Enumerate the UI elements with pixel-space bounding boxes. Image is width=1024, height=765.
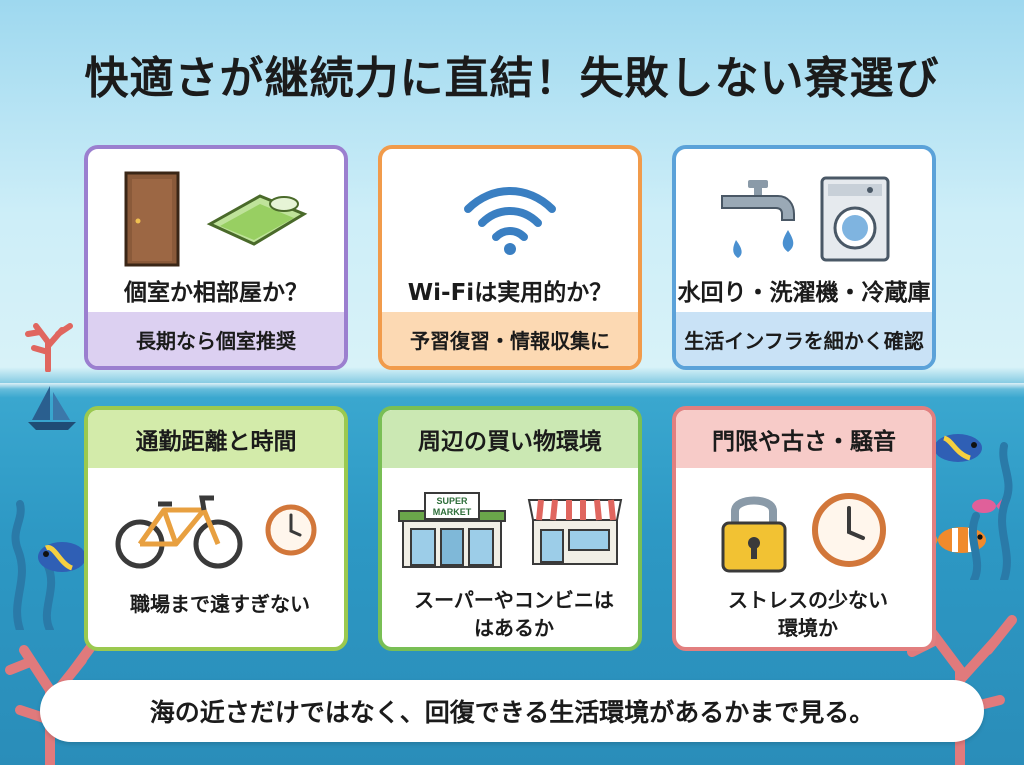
padlock-icon [721,496,787,573]
wifi-icon [464,187,556,255]
supermarket-sign-line2: MARKET [433,507,472,517]
horizon-line [0,383,1024,389]
card-advice: 生活インフラを細かく確認 [676,312,932,366]
card-room-type: 個室か相部屋か？ 長期なら個室推奨 [84,145,348,370]
page-title: 快適さが継続力に直結！失敗しない寮選び [84,53,940,104]
clock-icon [812,493,886,567]
futon-icon [206,194,308,246]
card-advice: スーパーやコンビニは はあるか [390,586,638,642]
seaweed-icon [11,500,56,630]
card-advice: ストレスの少ない 環境か [684,586,932,642]
clock-icon [265,504,317,556]
card-label: Wi-Fiは実用的か？ [407,280,613,306]
washing-machine-icon [820,176,890,262]
convenience-store-icon [527,499,623,565]
card-icons [382,159,638,279]
card-advice: 長期なら個室推奨 [88,312,344,366]
card-label: 個室か相部屋か？ [124,280,308,306]
card-icons [676,480,932,580]
card-wifi: Wi-Fiは実用的か？ 予習復習・情報収集に [378,145,642,370]
card-icons [88,159,344,279]
footer-message: 海の近さだけではなく、回復できる生活環境があるかまで見る。 [40,680,984,742]
bicycle-icon [115,495,243,569]
card-rules-noise: 門限や古さ・騒音 ストレスの少ない 環境か [672,406,936,651]
card-advice-line: スーパーやコンビニは [414,588,614,612]
card-icons [88,480,344,580]
card-advice: 予習復習・情報収集に [382,312,638,366]
card-advice-line: はあるか [474,616,554,640]
seaweed-icon [968,442,1013,580]
card-heading: 通勤距離と時間 [88,410,344,468]
card-icons: SUPER MARKET [382,480,638,580]
card-heading: 門限や古さ・騒音 [676,410,932,468]
card-advice-line: 環境か [778,616,838,640]
card-heading: 周辺の買い物環境 [382,410,638,468]
card-label: 水回り・洗濯機・冷蔵庫 [677,280,931,306]
card-shopping: 周辺の買い物環境 SUPER MARKET スーパーやコンビニは はあるか [378,406,642,651]
card-advice: 職場まで遠すぎない [130,592,310,616]
card-advice-line: ストレスの少ない [728,588,888,612]
coral-icon [25,323,73,372]
card-utilities: 水回り・洗濯機・冷蔵庫 生活インフラを細かく確認 [672,145,936,370]
sailboat-icon [28,386,76,430]
supermarket-sign-line1: SUPER [436,496,468,506]
card-icons [676,159,932,279]
supermarket-icon: SUPER MARKET [398,492,506,568]
faucet-icon [721,180,795,258]
card-commute: 通勤距離と時間 職場まで遠すぎない [84,406,348,651]
door-icon [124,171,180,267]
